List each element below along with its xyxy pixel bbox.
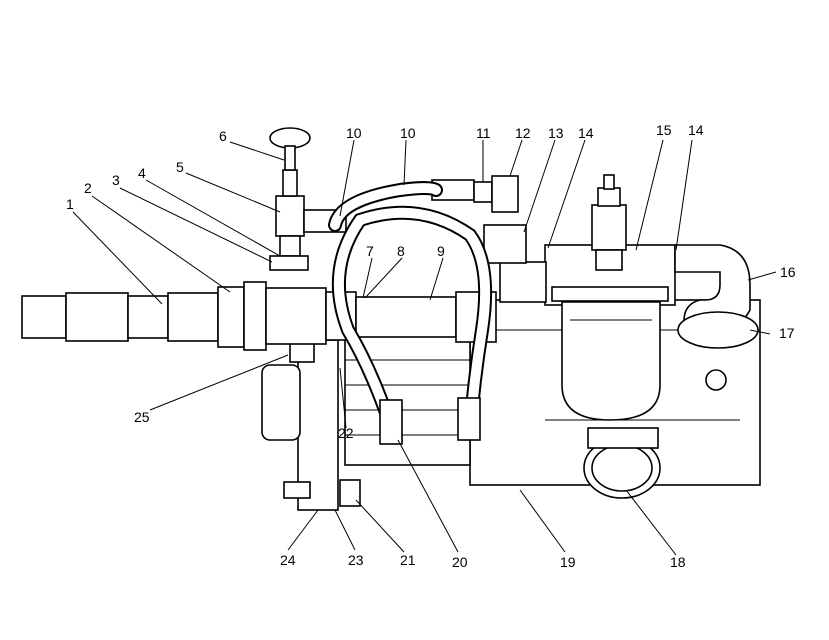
callout-14b: 14 bbox=[688, 122, 704, 138]
callout-10a: 10 bbox=[346, 125, 362, 141]
callout-11: 11 bbox=[476, 125, 491, 141]
callout-8: 8 bbox=[397, 243, 405, 259]
callout-7: 7 bbox=[366, 243, 374, 259]
hand-valve bbox=[269, 127, 347, 271]
callout-3: 3 bbox=[112, 172, 120, 188]
callout-21: 21 bbox=[400, 552, 416, 568]
callout-15: 15 bbox=[656, 122, 672, 138]
callout-20: 20 bbox=[452, 554, 468, 570]
fitting-11-12 bbox=[431, 175, 519, 213]
leader-lines bbox=[72, 139, 777, 556]
callout-16: 16 bbox=[780, 264, 796, 280]
callout-4: 4 bbox=[138, 165, 146, 181]
callout-2: 2 bbox=[84, 180, 92, 196]
callout-25: 25 bbox=[134, 409, 150, 425]
callout-12: 12 bbox=[515, 125, 531, 141]
callout-24: 24 bbox=[280, 552, 296, 568]
elbow-fitting bbox=[674, 244, 759, 391]
callout-1: 1 bbox=[66, 196, 74, 212]
callout-17: 17 bbox=[779, 325, 795, 341]
outlet-port bbox=[583, 427, 661, 499]
top-vent bbox=[591, 174, 627, 271]
callout-18: 18 bbox=[670, 554, 686, 570]
callout-22: 22 bbox=[338, 425, 354, 441]
callout-13: 13 bbox=[548, 125, 564, 141]
callout-labels: 1 2 3 4 5 6 7 8 9 10 10 11 12 13 14 14 1… bbox=[66, 122, 796, 570]
callout-10b: 10 bbox=[400, 125, 416, 141]
callout-14a: 14 bbox=[578, 125, 594, 141]
callout-19: 19 bbox=[560, 554, 576, 570]
callout-9: 9 bbox=[437, 243, 445, 259]
filter-bowl bbox=[561, 301, 661, 421]
hoses bbox=[328, 181, 493, 445]
callout-5: 5 bbox=[176, 159, 184, 175]
callout-6: 6 bbox=[219, 128, 227, 144]
callout-23: 23 bbox=[348, 552, 364, 568]
